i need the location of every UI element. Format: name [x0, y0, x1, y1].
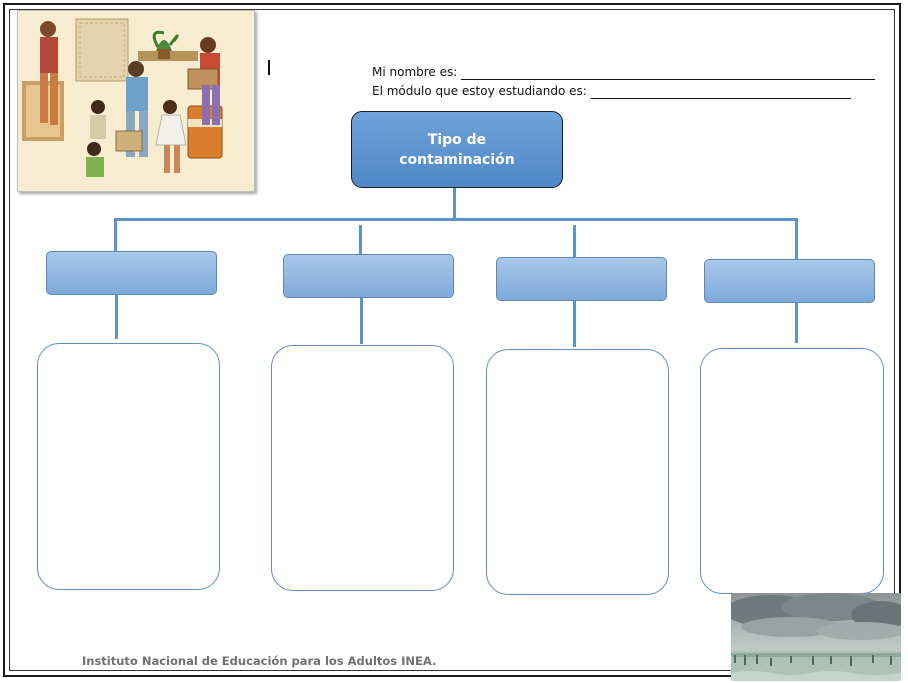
name-field[interactable] — [461, 67, 876, 80]
page-inner-border — [9, 9, 895, 671]
branch-connector-4 — [795, 218, 798, 262]
content-box-4[interactable] — [700, 348, 884, 594]
category-box-2[interactable] — [283, 254, 454, 298]
category-box-1[interactable] — [46, 251, 217, 295]
lower-connector-4 — [795, 303, 798, 343]
lower-connector-3 — [573, 301, 576, 347]
module-label: El módulo que estoy estudiando es: — [372, 84, 587, 98]
lower-connector-1 — [115, 295, 118, 339]
text-cursor — [268, 60, 270, 75]
branch-connector-1 — [114, 218, 117, 254]
illustration-graphic — [18, 11, 254, 191]
category-box-4[interactable] — [704, 259, 875, 303]
category-box-3[interactable] — [496, 257, 667, 301]
content-box-3[interactable] — [486, 349, 669, 595]
horizontal-connector — [114, 218, 798, 221]
family-recycling-illustration — [17, 10, 255, 192]
root-connector — [453, 188, 456, 220]
storm-sky-photo — [731, 593, 901, 681]
module-line: El módulo que estoy estudiando es: — [372, 84, 851, 99]
root-label: Tipo de contaminación — [399, 131, 515, 168]
branch-connector-3 — [573, 225, 576, 259]
branch-connector-2 — [359, 225, 362, 257]
module-field[interactable] — [590, 86, 851, 99]
lower-connector-2 — [360, 298, 363, 344]
footer-institution: Instituto Nacional de Educación para los… — [82, 654, 437, 668]
content-box-1[interactable] — [37, 343, 220, 590]
root-node: Tipo de contaminación — [351, 111, 563, 188]
name-label: Mi nombre es: — [372, 65, 458, 79]
content-box-2[interactable] — [271, 345, 454, 591]
storm-graphic — [731, 593, 901, 681]
page-outer-border — [3, 3, 901, 677]
name-line: Mi nombre es: — [372, 65, 876, 80]
